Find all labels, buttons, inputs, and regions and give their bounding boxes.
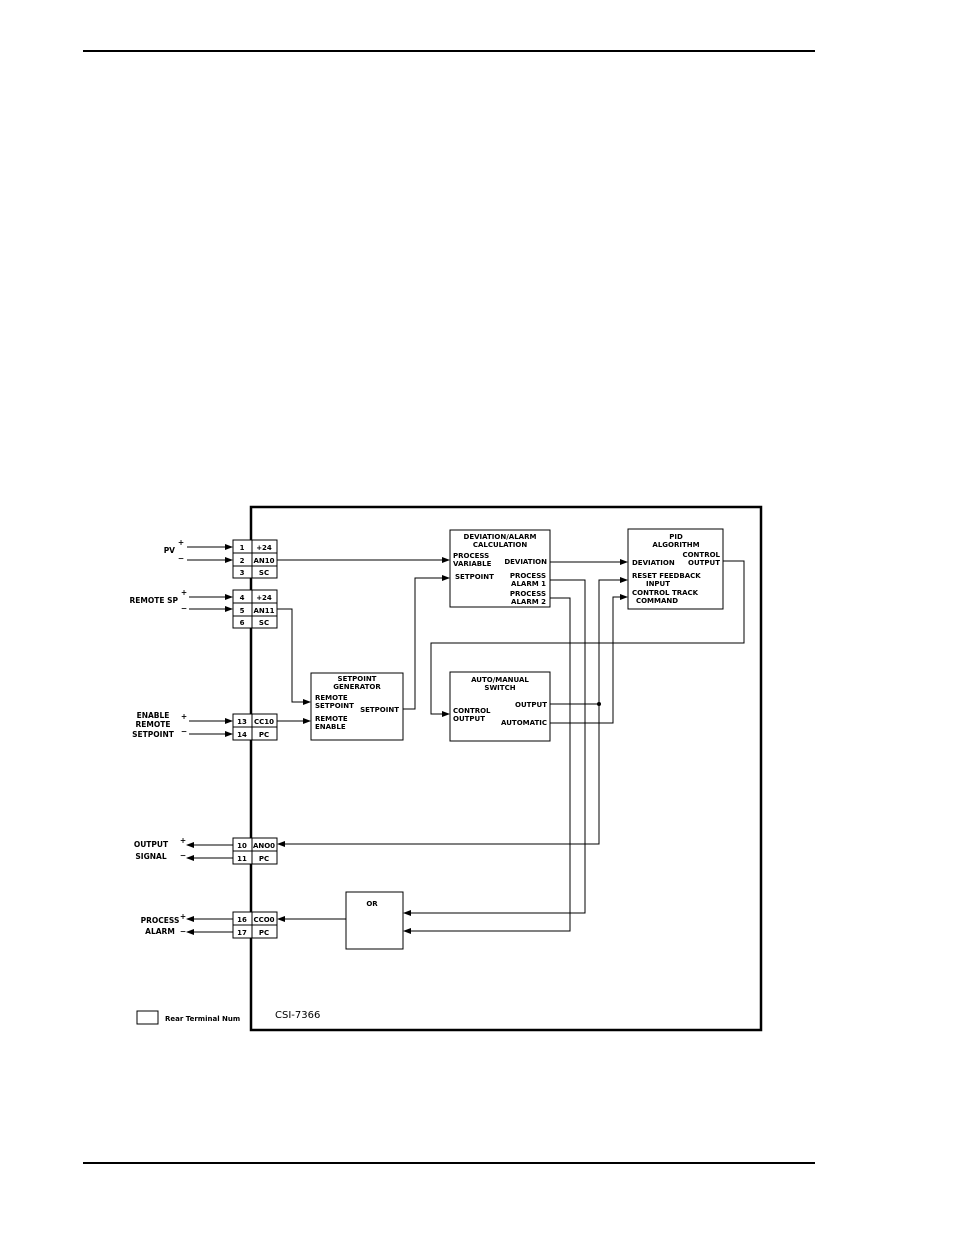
block-title: PID xyxy=(669,533,683,541)
port-label: OUTPUT xyxy=(453,715,485,723)
minus-sign: − xyxy=(180,851,186,860)
terminal-name: PC xyxy=(259,855,269,863)
port-label: DEVIATION xyxy=(632,559,675,567)
port-label: VARIABLE xyxy=(453,560,492,568)
pid-algorithm-block: PID ALGORITHM DEVIATION CONTROL OUTPUT R… xyxy=(627,528,724,610)
block-title: OR xyxy=(366,900,378,908)
block-title: AUTO/MANUAL xyxy=(471,676,529,684)
output-label-2: SIGNAL xyxy=(135,852,166,861)
terminal-name: AN10 xyxy=(253,557,274,565)
terminal-name: SC xyxy=(259,569,269,577)
port-label: PROCESS xyxy=(453,552,489,560)
block-title: SETPOINT xyxy=(338,675,377,683)
alarm-label-2: ALARM xyxy=(145,927,175,936)
enable-label-2: REMOTE xyxy=(136,720,171,729)
port-label: DEVIATION xyxy=(504,558,547,566)
port-label: CONTROL xyxy=(682,551,720,559)
terminal-name: PC xyxy=(259,929,269,937)
terminal-num: 5 xyxy=(240,607,245,615)
minus-sign: − xyxy=(178,554,184,563)
module-outline xyxy=(249,505,763,1032)
port-label: RESET FEEDBACK xyxy=(632,572,701,580)
port-label: SETPOINT xyxy=(360,706,399,714)
terminal-num: 16 xyxy=(237,916,247,924)
port-label: REMOTE xyxy=(315,694,348,702)
port-label: CONTROL xyxy=(453,707,491,715)
terminal-name: PC xyxy=(259,731,269,739)
port-label: CONTROL TRACK xyxy=(632,589,699,597)
terminal-name: +24 xyxy=(256,594,272,602)
external-connections: PV + − REMOTE SP + − ENABLE REMOTE SETPO… xyxy=(130,538,233,936)
enable-label-3: SETPOINT xyxy=(132,730,175,739)
terminal-num: 17 xyxy=(237,929,247,937)
terminal-num: 6 xyxy=(240,619,245,627)
port-label: PROCESS xyxy=(510,572,546,580)
terminal-num: 2 xyxy=(240,557,245,565)
port-label: PROCESS xyxy=(510,590,546,598)
setpoint-generator-block: SETPOINT GENERATOR REMOTE SETPOINT REMOT… xyxy=(310,672,404,741)
plus-sign: + xyxy=(178,538,184,547)
block-title: ALGORITHM xyxy=(652,541,699,549)
port-label: ALARM 2 xyxy=(511,598,546,606)
terminal-group-pv xyxy=(232,539,278,579)
terminal-group-output xyxy=(232,837,278,865)
plus-sign: + xyxy=(180,912,186,921)
terminal-num: 3 xyxy=(240,569,245,577)
block-title: SWITCH xyxy=(484,684,515,692)
port-label: COMMAND xyxy=(636,597,678,605)
enable-label-1: ENABLE xyxy=(137,711,170,720)
alarm-label-1: PROCESS xyxy=(141,916,180,925)
legend: Rear Terminal Num xyxy=(136,1010,240,1025)
figure-id: CSI-7366 xyxy=(275,1010,320,1021)
port-label: ENABLE xyxy=(315,723,346,731)
terminal-name: ANO0 xyxy=(253,842,275,850)
auto-manual-switch-block: AUTO/MANUAL SWITCH CONTROL OUTPUT OUTPUT… xyxy=(449,671,551,742)
port-label: INPUT xyxy=(646,580,670,588)
output-label-1: OUTPUT xyxy=(134,840,169,849)
port-label: OUTPUT xyxy=(688,559,720,567)
terminal-num: 11 xyxy=(237,855,247,863)
terminal-name: CC10 xyxy=(254,718,274,726)
terminal-num: 13 xyxy=(237,718,247,726)
terminal-name: SC xyxy=(259,619,269,627)
terminal-num: 4 xyxy=(240,594,245,602)
deviation-alarm-block: DEVIATION/ALARM CALCULATION PROCESS VARI… xyxy=(449,529,551,608)
plus-sign: + xyxy=(180,836,186,845)
signal-wires xyxy=(277,557,745,934)
minus-sign: − xyxy=(180,927,186,936)
terminal-num: 10 xyxy=(237,842,247,850)
or-gate-block: OR xyxy=(345,891,404,950)
terminal-labels: 1 +24 2 AN10 3 SC 4 +24 5 AN11 6 SC 13 C… xyxy=(237,544,275,937)
port-label: SETPOINT xyxy=(455,573,494,581)
block-title: GENERATOR xyxy=(333,683,381,691)
terminal-group-remote-sp xyxy=(232,589,278,629)
terminal-num: 1 xyxy=(240,544,245,552)
terminal-group-alarm xyxy=(232,911,278,939)
plus-sign: + xyxy=(181,712,187,721)
plus-sign: + xyxy=(181,588,187,597)
terminal-num: 14 xyxy=(237,731,247,739)
terminal-name: +24 xyxy=(256,544,272,552)
port-label: ALARM 1 xyxy=(511,580,546,588)
port-label: OUTPUT xyxy=(515,701,547,709)
block-title: CALCULATION xyxy=(473,541,528,549)
port-label: REMOTE xyxy=(315,715,348,723)
port-label: AUTOMATIC xyxy=(501,719,547,727)
block-title: DEVIATION/ALARM xyxy=(464,533,537,541)
pv-label: PV xyxy=(164,546,175,555)
legend-label: Rear Terminal Num xyxy=(165,1015,240,1023)
port-label: SETPOINT xyxy=(315,702,354,710)
legend-swatch xyxy=(136,1010,159,1025)
minus-sign: − xyxy=(181,727,187,736)
terminal-name: AN11 xyxy=(253,607,274,615)
terminal-name: CCO0 xyxy=(253,916,274,924)
terminal-group-enable xyxy=(232,713,278,741)
remote-sp-label: REMOTE SP xyxy=(130,596,179,605)
minus-sign: − xyxy=(181,604,187,613)
